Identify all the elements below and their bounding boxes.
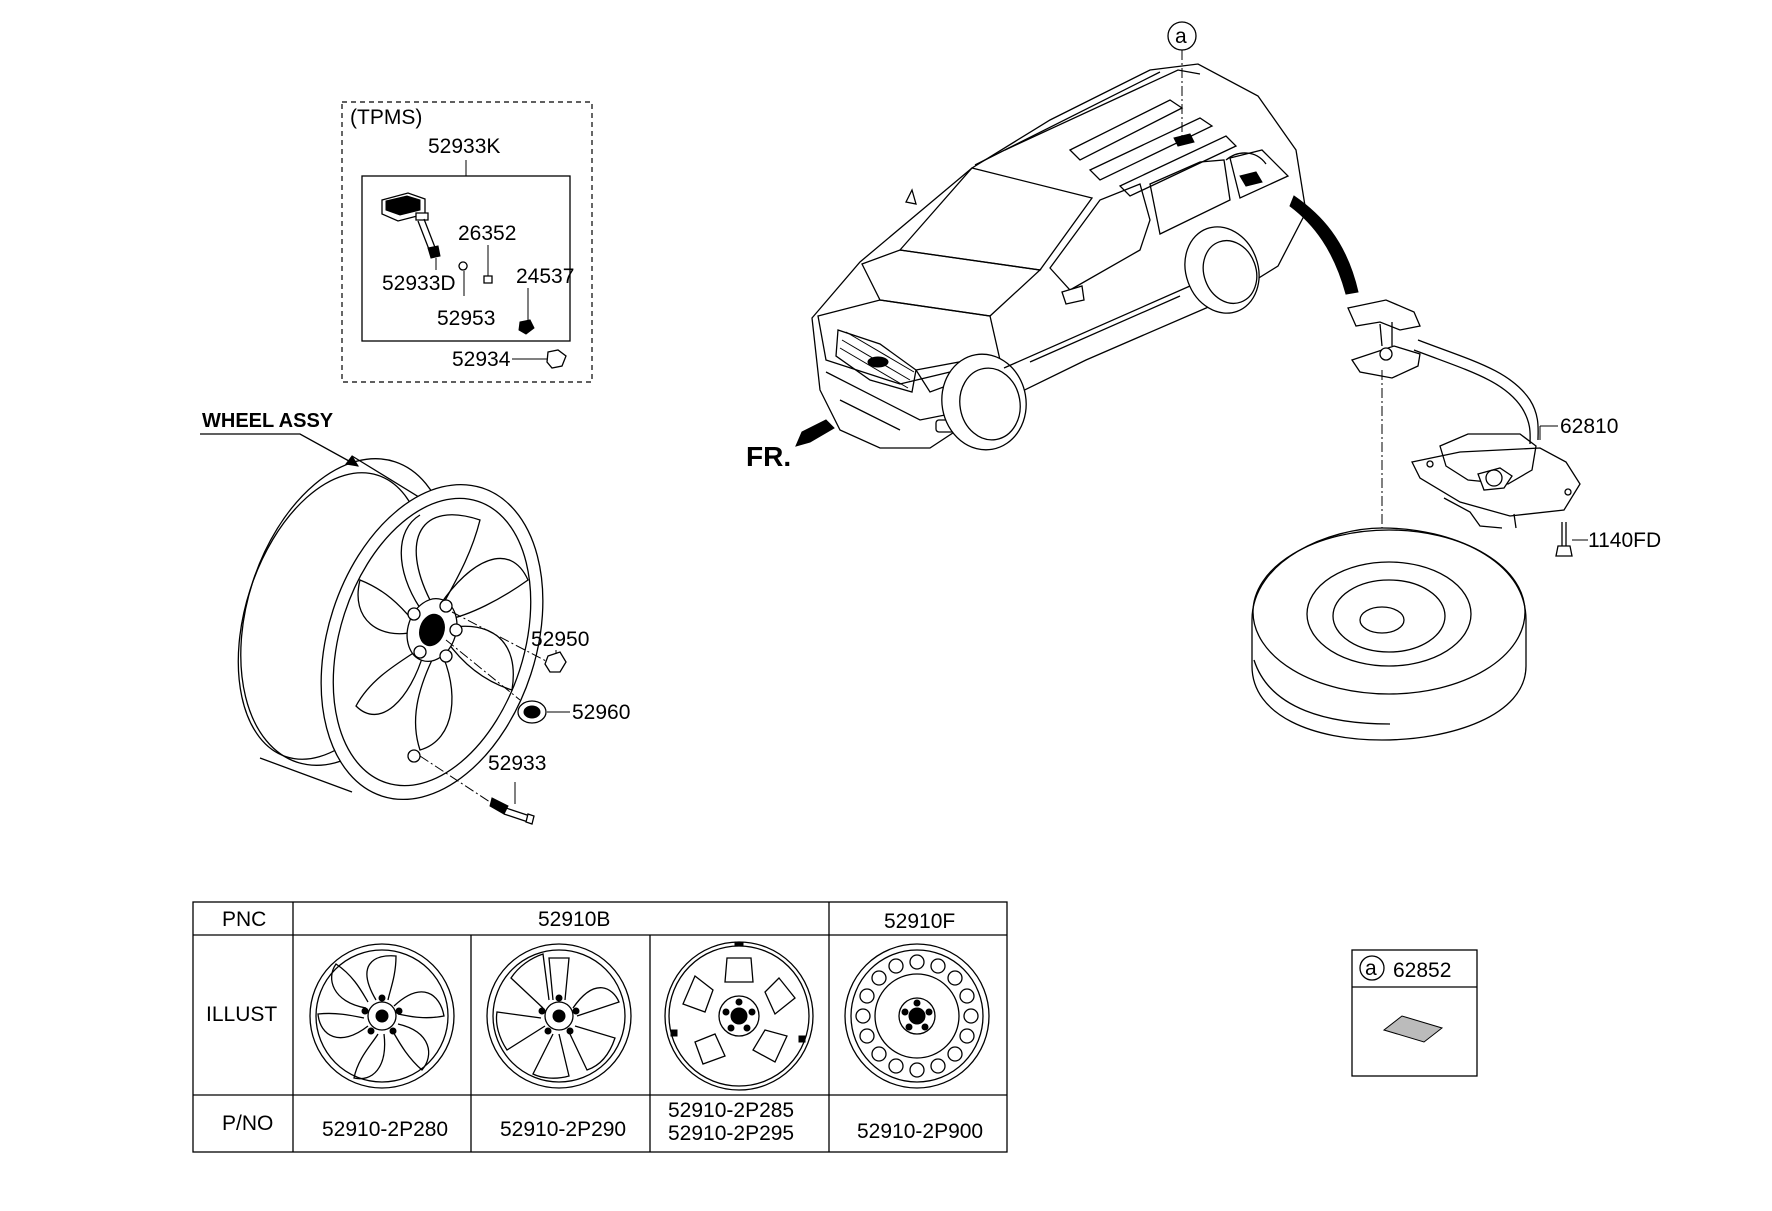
label-ref-circle bbox=[1359, 955, 1385, 981]
label-ref-mark: a bbox=[1365, 957, 1377, 980]
wheel-illust-3-icon bbox=[664, 941, 814, 1091]
tpms-cap-label: 26352 bbox=[458, 222, 516, 245]
wheel-valve-icon bbox=[489, 797, 535, 825]
table-pnc-f: 52910F bbox=[884, 910, 955, 933]
label-part-number: 62852 bbox=[1393, 959, 1451, 982]
tpms-cap-icon bbox=[483, 275, 493, 284]
spare-carrier-icon bbox=[1411, 433, 1581, 529]
table-pnc-label: PNC bbox=[222, 908, 266, 931]
label-part-box: a 62852 bbox=[1351, 949, 1478, 1077]
vehicle-ref-mark: a bbox=[1175, 25, 1187, 48]
table-pno-label: P/NO bbox=[222, 1112, 273, 1135]
tpms-kit-label: 52933K bbox=[428, 135, 500, 158]
tpms-group: (TPMS) 52933K 52933D 26352 52953 24537 5… bbox=[341, 101, 593, 383]
front-direction-label: FR. bbox=[746, 441, 791, 472]
wheel-hub-cap-icon bbox=[517, 700, 547, 724]
tpms-core-label: 52953 bbox=[437, 307, 495, 330]
wheel-illust-2-icon bbox=[486, 943, 632, 1089]
tpms-nut-label: 24537 bbox=[516, 265, 574, 288]
wheel-nut-label: 52950 bbox=[531, 628, 589, 651]
wheel-pnc-table: PNC 52910B 52910F ILLUST P/NO bbox=[192, 901, 1008, 1153]
tpms-sensor-label: 52933D bbox=[382, 272, 456, 295]
tpms-sensor-icon bbox=[381, 192, 441, 259]
wheel-assy-title: WHEEL ASSY bbox=[202, 410, 334, 432]
front-direction-arrow-icon bbox=[795, 419, 835, 447]
spare-tire-icon bbox=[1251, 527, 1527, 741]
suv-illustration bbox=[811, 63, 1307, 451]
tpms-dashed-box bbox=[341, 101, 593, 383]
table-pno-1: 52910-2P280 bbox=[322, 1118, 448, 1141]
spare-bolt-icon bbox=[1555, 522, 1573, 557]
table-pno-5: 52910-2P900 bbox=[857, 1120, 983, 1143]
wheel-assy-group: WHEEL ASSY bbox=[200, 410, 630, 825]
wheel-nut-icon bbox=[544, 651, 567, 673]
tpms-title: (TPMS) bbox=[350, 106, 422, 129]
table-pno-4: 52910-2P295 bbox=[668, 1122, 794, 1145]
wheel-hub-cap-label: 52960 bbox=[572, 701, 630, 724]
tpms-core-icon bbox=[458, 261, 468, 271]
spare-bolt-label: 1140FD bbox=[1588, 529, 1661, 552]
table-pno-2: 52910-2P290 bbox=[500, 1118, 626, 1141]
tpms-nut-icon bbox=[518, 319, 535, 335]
spare-carrier-label: 62810 bbox=[1560, 415, 1618, 438]
wheel-illust-4-icon bbox=[844, 943, 990, 1089]
spare-upper-bracket-icon bbox=[1347, 299, 1539, 445]
tpms-stem-cap-icon bbox=[546, 349, 567, 369]
vehicle-group: a FR. bbox=[746, 21, 1359, 472]
spare-carrier-group: 62810 1140FD bbox=[1251, 299, 1661, 741]
spare-location-arrow-icon bbox=[1289, 195, 1359, 295]
table-illust-label: ILLUST bbox=[206, 1003, 277, 1026]
tpms-stem-cap-label: 52934 bbox=[452, 348, 511, 371]
label-sticker-icon bbox=[1382, 1015, 1444, 1043]
table-pnc-b: 52910B bbox=[538, 908, 610, 931]
wheel-valve-label: 52933 bbox=[488, 752, 546, 775]
tpms-kit-box bbox=[361, 175, 571, 342]
wheel-illust-1-icon bbox=[309, 943, 455, 1089]
table-pno-3: 52910-2P285 bbox=[668, 1099, 794, 1122]
wheel-rim-icon bbox=[237, 455, 544, 801]
